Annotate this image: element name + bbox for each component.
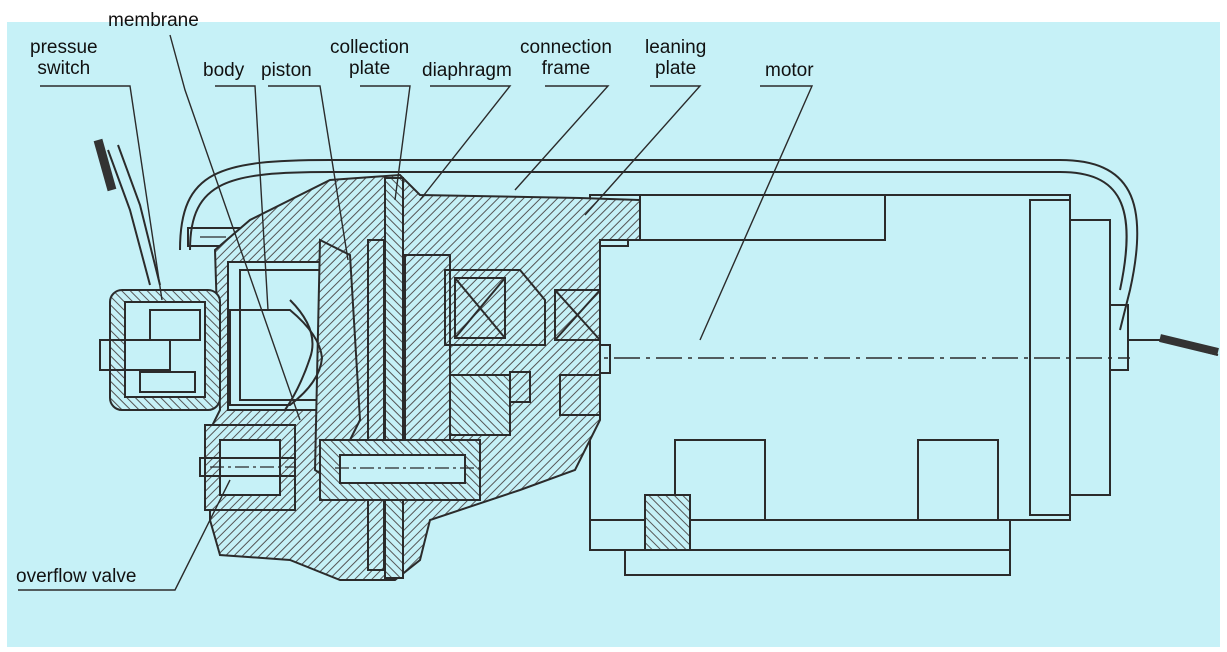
- collection-plate: [384, 177, 404, 579]
- wire-loop: [179, 159, 1139, 331]
- label-collection-plate-line1: collection: [330, 37, 410, 58]
- label-membrane-text: membrane: [108, 10, 199, 31]
- label-motor-text: motor: [765, 60, 814, 81]
- label-collection-plate: collection plate: [330, 37, 409, 79]
- pump-assembly: [18, 34, 1219, 591]
- label-pressure-switch-line2: switch: [37, 58, 91, 79]
- label-piston-text: piston: [261, 60, 312, 81]
- label-connection-frame-line2: frame: [541, 58, 591, 79]
- leader-lines: [18, 34, 814, 591]
- piston-dome: [229, 309, 324, 406]
- label-membrane: membrane: [108, 10, 199, 31]
- diaphragm: [367, 239, 385, 571]
- label-connection-frame-line1: connection: [520, 37, 612, 58]
- label-diaphragm-text: diaphragm: [422, 60, 512, 81]
- label-pressure-switch-line1: pressue: [30, 37, 98, 58]
- label-overflow-valve-text: overflow valve: [16, 566, 137, 587]
- bearing-right: [554, 289, 601, 341]
- switch-wire: [107, 149, 151, 286]
- label-body: body: [203, 60, 244, 81]
- bearing-left: [454, 277, 506, 339]
- label-piston: piston: [261, 60, 312, 81]
- label-leaning-plate-line1: leaning: [645, 37, 707, 58]
- label-diaphragm: diaphragm: [422, 60, 512, 81]
- mount-bolt: [644, 494, 691, 551]
- label-motor: motor: [765, 60, 814, 81]
- label-pressure-switch: pressue switch: [30, 37, 98, 79]
- label-leaning-plate-line2: plate: [655, 58, 697, 79]
- label-leaning-plate: leaning plate: [645, 37, 706, 79]
- label-body-text: body: [203, 60, 245, 81]
- label-collection-plate-line2: plate: [349, 58, 391, 79]
- label-connection-frame: connection frame: [520, 37, 612, 79]
- label-overflow-valve: overflow valve: [16, 566, 136, 587]
